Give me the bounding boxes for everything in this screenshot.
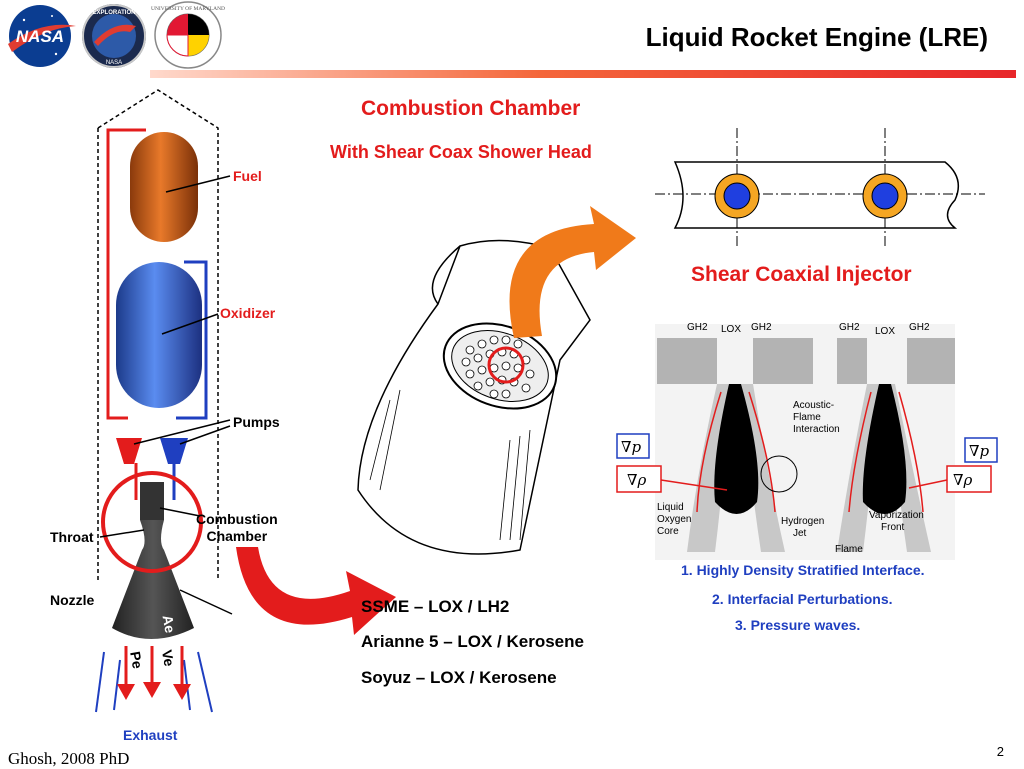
gh2-label: GH2	[751, 322, 772, 333]
svg-text:NASA: NASA	[106, 60, 122, 66]
title-underline	[150, 70, 1016, 78]
fuel-label: Fuel	[233, 168, 262, 184]
svg-text:∇ρ: ∇ρ	[627, 471, 646, 489]
shear-coaxial-injector-heading: Shear Coaxial Injector	[691, 263, 912, 286]
injector-note: 2. Interfacial Perturbations.	[712, 591, 893, 607]
oxidizer-tank	[116, 262, 202, 408]
oxidizer-label: Oxidizer	[220, 305, 276, 321]
engine-item: Arianne 5 – LOX / Kerosene	[361, 632, 584, 651]
footer-credit: Ghosh, 2008 PhD	[8, 749, 130, 768]
injector-flame-figure: GH2 LOX GH2 GH2 LOX GH2 Acoustic- Flame …	[616, 322, 998, 560]
shower-head-subheading: With Shear Coax Shower Head	[330, 142, 592, 162]
svg-text:Flame: Flame	[793, 412, 821, 423]
orange-curved-arrow	[509, 206, 636, 338]
red-curved-arrow	[236, 547, 396, 635]
pe-symbol: Pe	[127, 650, 146, 670]
svg-text:Oxygen: Oxygen	[657, 514, 691, 525]
coaxial-injector-schematic	[655, 128, 985, 248]
svg-text:Front: Front	[881, 522, 905, 533]
svg-text:∇p: ∇p	[969, 442, 989, 460]
engine-item: Soyuz – LOX / Kerosene	[361, 668, 557, 687]
injector-highlight-circle	[487, 346, 525, 384]
svg-text:UNIVERSITY OF MARYLAND: UNIVERSITY OF MARYLAND	[151, 6, 225, 12]
svg-text:Vaporization: Vaporization	[869, 510, 924, 521]
svg-text:EXPLORATION: EXPLORATION	[93, 10, 136, 16]
slide-title: Liquid Rocket Engine (LRE)	[645, 22, 988, 52]
header-logos: NASA EXPLORATION NASA UNIVERSITY OF MARY…	[0, 0, 240, 72]
university-of-maryland-seal: UNIVERSITY OF MARYLAND	[151, 1, 225, 69]
chamber-highlight-circle	[101, 471, 203, 573]
svg-text:∇ρ: ∇ρ	[953, 471, 972, 489]
gh2-label: GH2	[909, 322, 930, 333]
pumps-label: Pumps	[233, 414, 280, 430]
oxidizer-pump	[160, 438, 188, 464]
svg-text:Liquid: Liquid	[657, 502, 684, 513]
exploration-logo: EXPLORATION NASA	[82, 4, 146, 68]
lox-label: LOX	[721, 324, 741, 335]
lox-label: LOX	[875, 326, 895, 337]
svg-text:Jet: Jet	[793, 528, 807, 539]
nozzle-label: Nozzle	[50, 592, 95, 608]
throat-label: Throat	[50, 529, 94, 545]
gh2-label: GH2	[687, 322, 708, 333]
ae-symbol: Ae	[159, 613, 179, 635]
svg-text:Flame: Flame	[835, 544, 863, 555]
combustion-chamber-label: Combustion Chamber	[196, 511, 278, 544]
gh2-label: GH2	[839, 322, 860, 333]
combustion-chamber-heading: Combustion Chamber	[361, 97, 581, 120]
ve-symbol: Ve	[158, 648, 178, 668]
fuel-tank	[130, 132, 198, 242]
rocket-diagram	[95, 89, 233, 713]
svg-text:Core: Core	[657, 526, 679, 537]
exhaust-label: Exhaust	[123, 727, 178, 743]
acoustic-flame-label: Acoustic-	[793, 400, 834, 411]
engine-item: SSME – LOX / LH2	[361, 597, 510, 616]
page-number: 2	[996, 744, 1004, 759]
nasa-logo: NASA	[8, 5, 76, 67]
nozzle	[112, 520, 194, 639]
svg-text:Hydrogen: Hydrogen	[781, 516, 824, 527]
fuel-pump	[116, 438, 142, 464]
injector-note: 1. Highly Density Stratified Interface.	[681, 562, 925, 578]
svg-text:Interaction: Interaction	[793, 424, 840, 435]
injector-note: 3. Pressure waves.	[735, 617, 861, 633]
svg-text:NASA: NASA	[16, 27, 64, 46]
svg-text:∇p: ∇p	[621, 438, 641, 456]
